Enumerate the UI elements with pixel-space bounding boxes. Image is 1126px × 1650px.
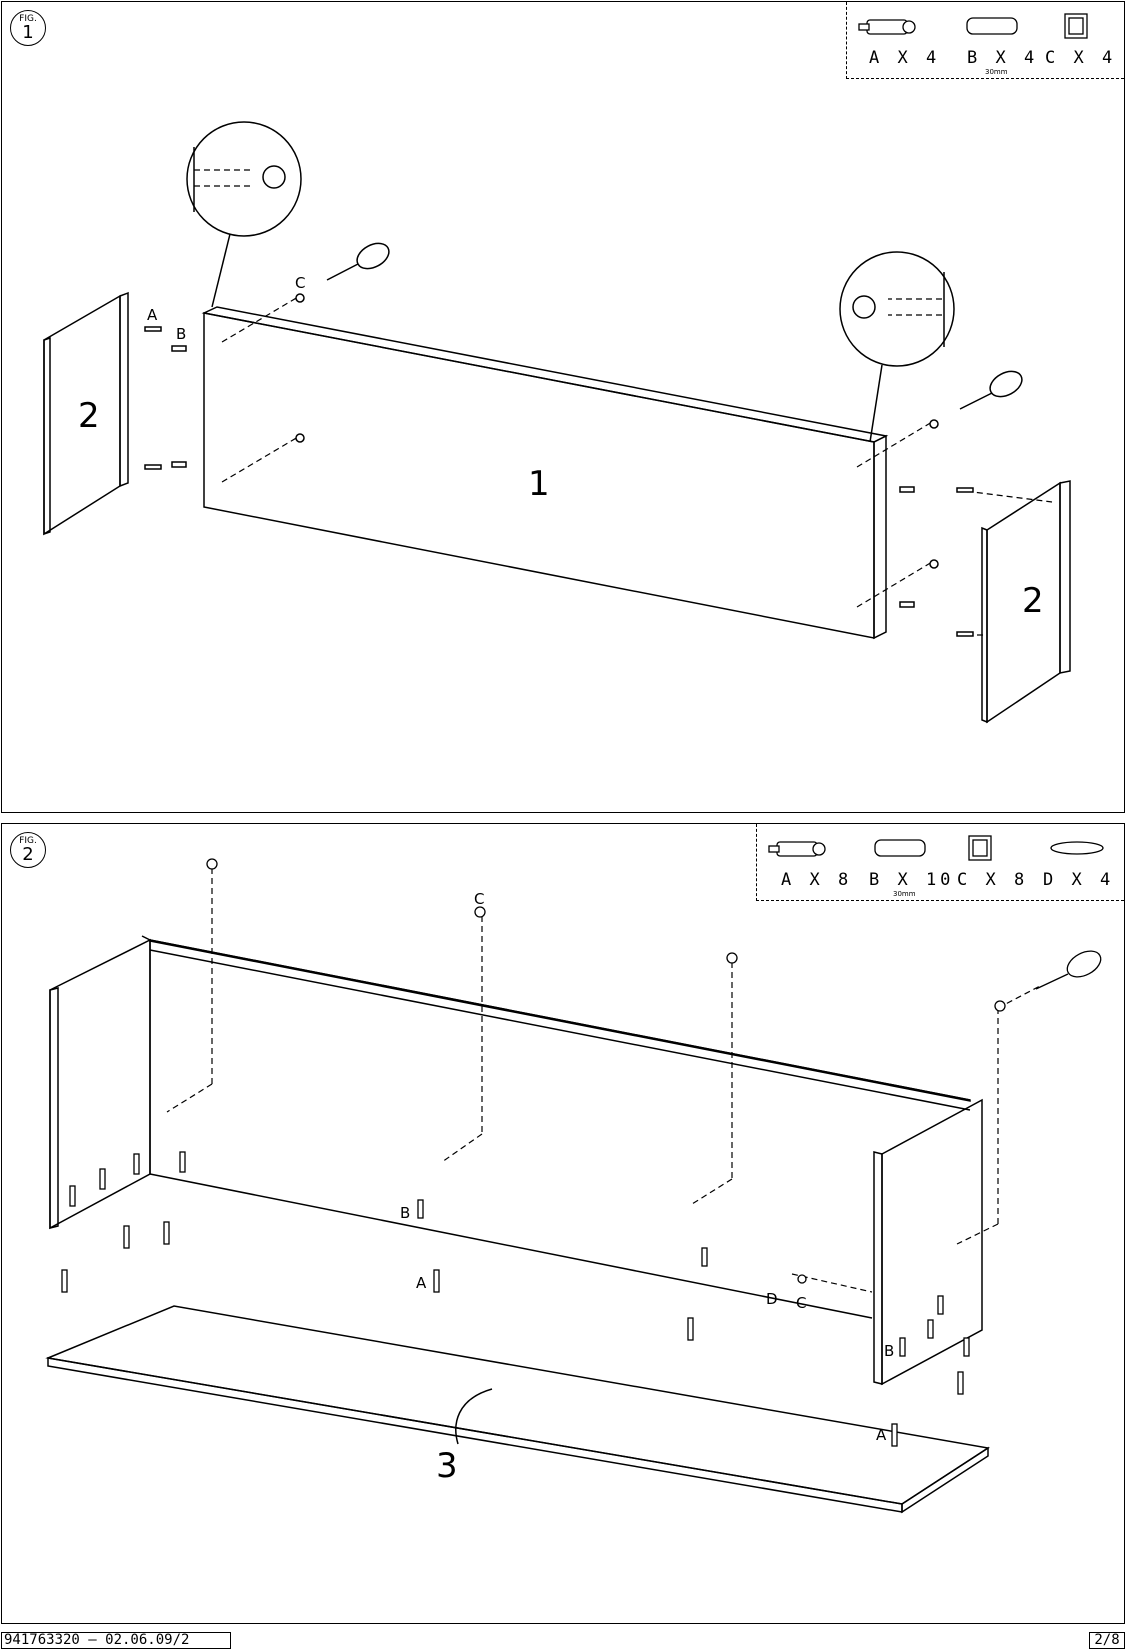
fig2-label-b-right: B (884, 1342, 894, 1360)
legend-qty-c: C X 8 (957, 870, 1028, 890)
figure-1: FIG. 1 (1, 1, 1125, 813)
screw-a-icon (867, 20, 907, 34)
fig2-label-c-top: C (474, 890, 484, 908)
fig2-label-d-right: D (766, 1290, 778, 1308)
legend-note-b: 30mm (985, 68, 1008, 76)
figure-2-hardware-legend: A X 8 B X 10 30mm C X 8 D X 4 (756, 824, 1124, 901)
legend-qty-b: B X 4 (967, 48, 1038, 68)
page-footer: 941763320 – 02.06.09/2 2/8 (0, 1632, 1126, 1650)
dowel-b-icon (967, 18, 1017, 34)
fig2-label-a-mid: A (416, 1274, 427, 1292)
fig2-label-a-right: A (876, 1426, 887, 1444)
panel-1-top-edge (204, 307, 886, 442)
bottom-panel-3-shape (48, 1306, 988, 1504)
panel-1-side-edge (874, 436, 886, 638)
figure-2-drawing: C B A D C B A 3 (2, 824, 1126, 1625)
panel-1-label: 1 (528, 464, 550, 504)
legend-qty-a: A X 8 (781, 870, 852, 890)
fig1-label-c: C (295, 274, 305, 292)
figure-1-hardware-legend: A X 4 B X 4 30mm C X 4 (846, 2, 1124, 79)
screw-a-icon (777, 842, 817, 856)
bottom-panel-3-label: 3 (436, 1446, 458, 1486)
legend-qty-c: C X 4 (1045, 48, 1116, 68)
legend-qty-b: B X 10 (869, 870, 954, 890)
left-side-panel-label: 2 (78, 396, 100, 436)
cover-cap-d-icon (1051, 842, 1103, 854)
legend-note-b: 30mm (893, 890, 916, 898)
fig1-label-b: B (176, 325, 186, 343)
legend-qty-d: D X 4 (1043, 870, 1114, 890)
figure-1-drawing: 1 2 2 A B C (2, 2, 1126, 814)
document-id: 941763320 – 02.06.09/2 (1, 1632, 231, 1649)
fig1-label-a: A (147, 306, 158, 324)
page-number: 2/8 (1089, 1632, 1125, 1649)
figure-2: FIG. 2 (1, 823, 1125, 1624)
right-side-panel-label: 2 (1022, 581, 1044, 621)
legend-qty-a: A X 4 (869, 48, 940, 68)
dowel-b-icon (875, 840, 925, 856)
fig2-label-b-mid: B (400, 1204, 410, 1222)
fig2-label-c-right: C (796, 1294, 806, 1312)
